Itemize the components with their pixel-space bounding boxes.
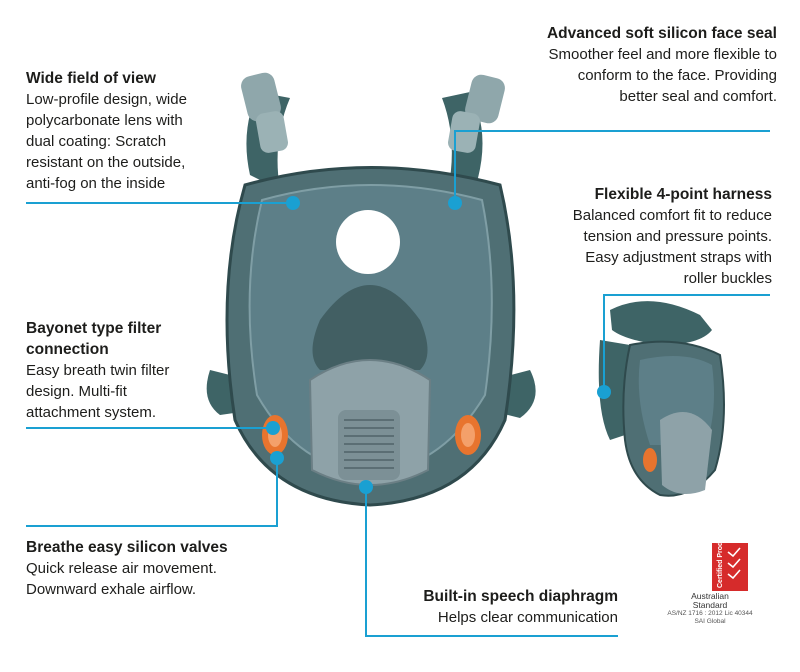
callout-title: Built-in speech diaphragm — [423, 588, 618, 605]
callout-body-line: Smoother feel and more flexible to — [548, 46, 777, 63]
callout-body-line: Balanced comfort fit to reduce — [572, 207, 772, 224]
callout-markers — [266, 196, 611, 494]
callout-body-line: tension and pressure points. — [583, 228, 772, 245]
callout-title: Advanced soft silicon face seal — [546, 25, 777, 42]
marker-speech — [359, 480, 373, 494]
callout-body-line: better seal and comfort. — [619, 88, 777, 105]
callout-field-of-view: Wide field of view Low-profile design, w… — [26, 68, 286, 194]
cert-issuer: SAI Global — [694, 618, 726, 625]
marker-face-seal — [448, 196, 462, 210]
callout-bayonet: Bayonet type filter connection Easy brea… — [26, 318, 226, 423]
callout-body-line: polycarbonate lens with — [26, 112, 183, 129]
full-face-mask-side-view — [598, 301, 725, 497]
full-face-mask-front-view — [206, 72, 536, 507]
certification-logo-graphic: Certified Product — [712, 531, 748, 591]
callout-title: Flexible 4-point harness — [594, 186, 772, 203]
callout-body-line: conform to the face. Providing — [577, 67, 777, 84]
cert-line: Australian — [691, 591, 729, 601]
certified-badge-text: Certified Product — [717, 531, 724, 588]
callout-leader-lines — [26, 130, 770, 637]
cert-standard-number: AS/NZ 1716 : 2012 Lic 40344 — [667, 610, 753, 617]
callout-title: Bayonet type filter — [26, 320, 162, 337]
callout-harness: Flexible 4-point harness Balanced comfor… — [520, 184, 772, 289]
right-roller-buckle — [465, 74, 505, 124]
callout-body-line: dual coating: Scratch — [26, 133, 167, 150]
callout-body-line: Quick release air movement. — [26, 560, 217, 577]
callout-body-line: Helps clear communication — [437, 609, 618, 626]
cert-line: Standard — [692, 600, 728, 610]
callout-body-line: Downward exhale airflow. — [26, 581, 197, 598]
callout-body-line: anti-fog on the inside — [26, 175, 166, 192]
callout-body-line: attachment system. — [26, 404, 157, 421]
callout-face-seal: Advanced soft silicon face seal Smoother… — [480, 23, 777, 107]
callout-body-line: resistant on the outside, — [26, 154, 186, 171]
exhale-vent-grille — [344, 419, 394, 469]
callout-body-line: design. Multi-fit — [26, 383, 127, 400]
callout-body-line: Easy breath twin filter — [26, 362, 170, 379]
callout-title: connection — [26, 341, 109, 358]
certified-badge — [712, 543, 748, 591]
certification-logo: Australian Standard AS/NZ 1716 : 2012 Li… — [660, 592, 760, 626]
callout-body-line: Low-profile design, wide — [26, 91, 187, 108]
marker-bayonet — [266, 421, 280, 435]
callout-valves: Breathe easy silicon valves Quick releas… — [26, 537, 286, 600]
marker-valves — [270, 451, 284, 465]
left-strap-buckle — [256, 111, 288, 153]
callout-title: Breathe easy silicon valves — [26, 539, 228, 556]
left-roller-buckle — [241, 72, 281, 122]
callout-title: Wide field of view — [26, 70, 156, 87]
marker-harness — [597, 385, 611, 399]
callout-body-line: roller buckles — [683, 270, 772, 287]
lens-see-through — [336, 210, 400, 274]
marker-field-of-view — [286, 196, 300, 210]
callout-body-line: Easy adjustment straps with — [585, 249, 772, 266]
callout-speech: Built-in speech diaphragm Helps clear co… — [400, 586, 618, 628]
nose-cup — [312, 285, 428, 370]
